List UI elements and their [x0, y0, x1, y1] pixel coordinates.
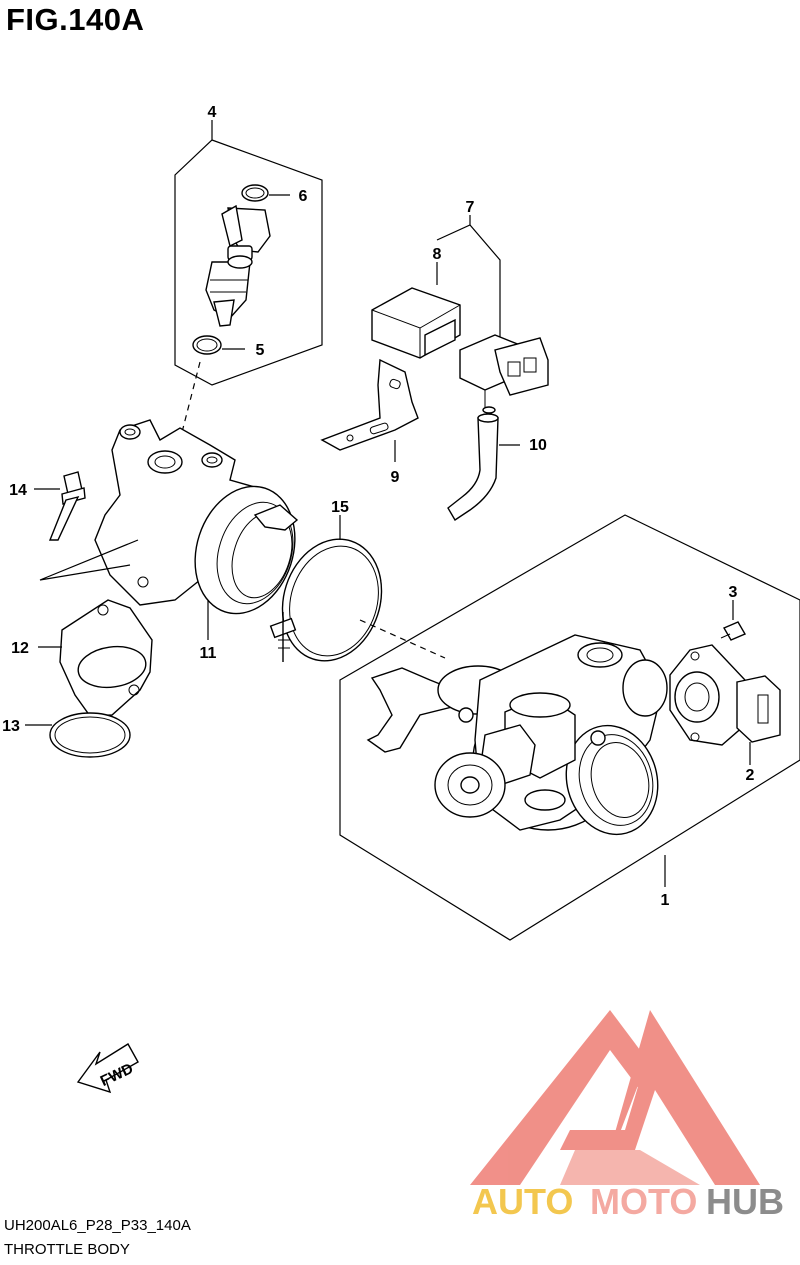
figure-caption: THROTTLE BODY	[4, 1241, 130, 1258]
callout-10: 10	[529, 437, 547, 454]
watermark-logo	[470, 1010, 760, 1185]
o-ring-13	[49, 712, 131, 758]
throttle-position-sensor	[669, 644, 781, 746]
callout-4: 4	[208, 104, 217, 121]
watermark-auto: AUTO	[472, 1181, 573, 1222]
watermark-hub: HUB	[706, 1181, 784, 1222]
callout-2: 2	[746, 767, 755, 784]
injector-group-box	[174, 139, 323, 386]
insulator	[59, 599, 153, 717]
bolt-14	[48, 471, 86, 541]
callout-14: 14	[9, 482, 27, 499]
group-7-bracket	[436, 224, 501, 380]
callout-1: 1	[661, 892, 670, 909]
throttle-body-group-box	[339, 514, 800, 941]
map-sensor	[459, 334, 549, 414]
callout-5: 5	[256, 342, 265, 359]
sensor-bracket	[320, 358, 419, 451]
screw-3	[720, 621, 747, 641]
injector-axis	[179, 361, 201, 441]
callout-9: 9	[391, 469, 400, 486]
vacuum-hose	[447, 417, 499, 521]
callout-7: 7	[466, 199, 475, 216]
hose-clamp	[269, 538, 383, 662]
clamp-axis	[359, 619, 446, 659]
figure-title: FIG.140A	[6, 2, 145, 37]
callout-11: 11	[200, 645, 217, 662]
watermark-moto: MOTO	[590, 1181, 697, 1222]
callout-6: 6	[299, 188, 308, 205]
callout-3: 3	[729, 584, 738, 601]
callout-12: 12	[11, 640, 29, 657]
callout-15: 15	[331, 499, 349, 516]
intake-pipe	[94, 419, 299, 615]
callout-8: 8	[433, 246, 442, 263]
watermark-wordmark: AUTO MOTO HUB	[472, 1181, 784, 1222]
bolt-indicator	[39, 539, 139, 581]
sensor-cover	[371, 287, 461, 359]
forward-direction-arrow: FWD	[76, 1043, 139, 1094]
callout-13: 13	[2, 718, 20, 735]
figure-code: UH200AL6_P28_P33_140A	[4, 1217, 191, 1234]
throttle-body	[366, 634, 668, 836]
fuel-injector	[205, 204, 271, 327]
